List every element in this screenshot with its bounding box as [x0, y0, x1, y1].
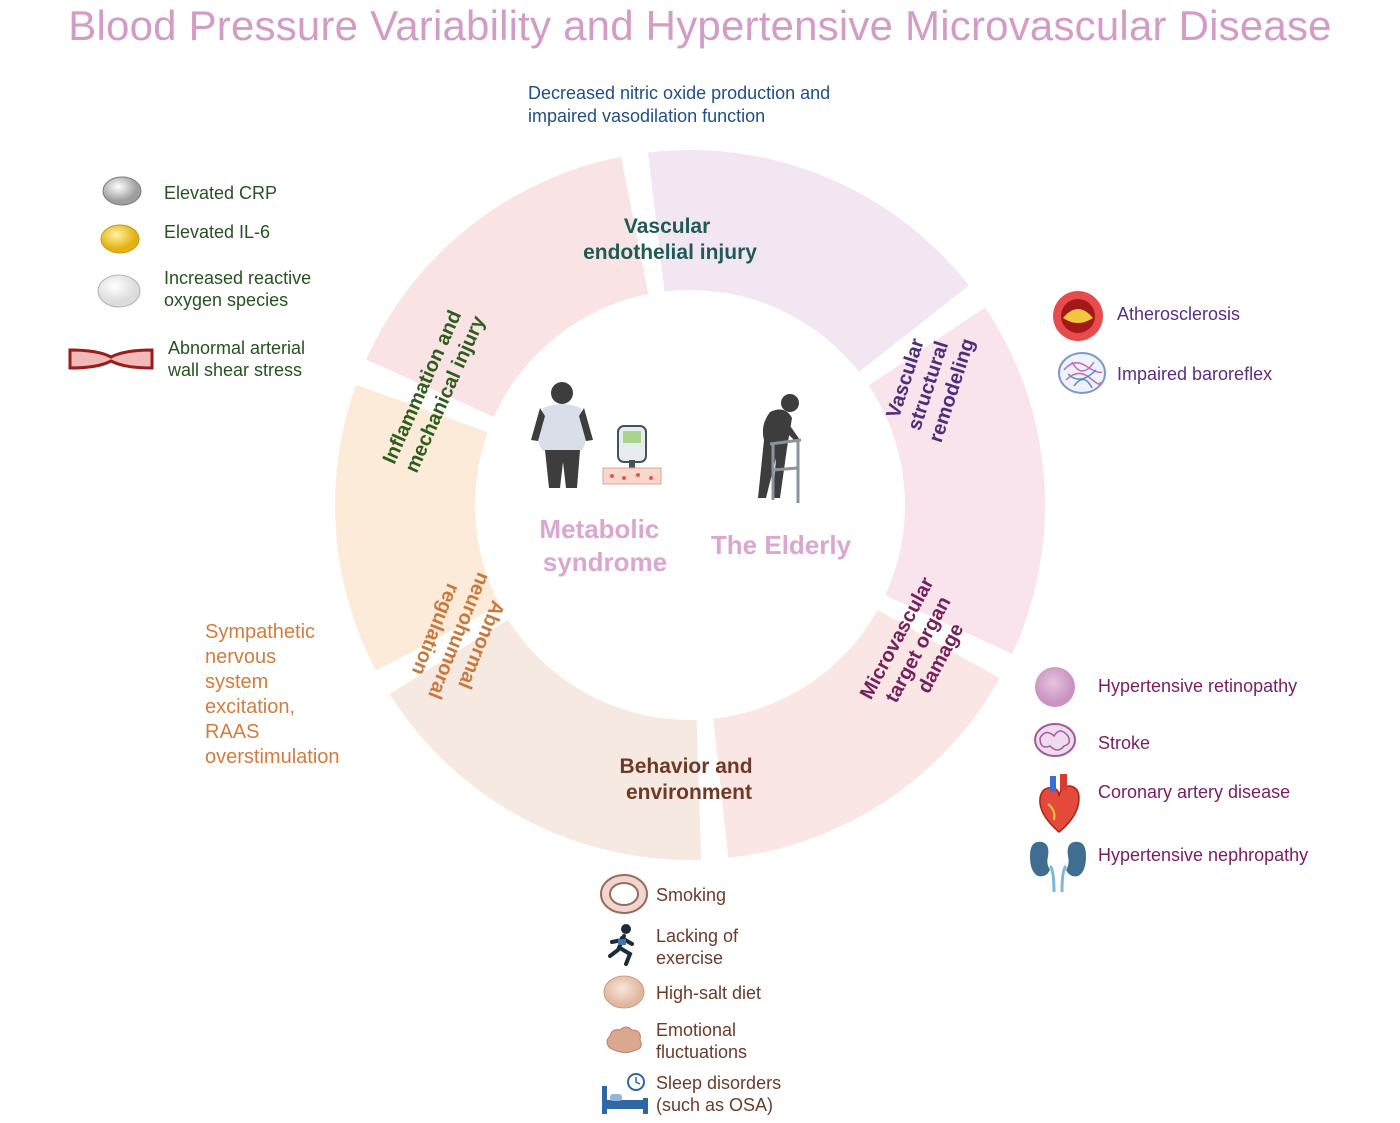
runner-icon [608, 924, 634, 966]
salt-icon [603, 975, 645, 1009]
artery-shear-icon [68, 348, 154, 370]
nitric-oxide-note-line-1: Decreased nitric oxide production and [528, 83, 831, 103]
nitric-oxide-note-line-2: impaired vasodilation function [528, 106, 766, 126]
segment-neurohumoral [389, 619, 702, 860]
legend-retinopathy: Hypertensive retinopathy [1098, 676, 1298, 696]
legend-smoking: Smoking [656, 885, 727, 905]
segment-label-behavior: Behavior and environment [620, 755, 759, 804]
legend-ros: Increased reactive oxygen species [164, 268, 312, 310]
segment-remodeling [647, 150, 969, 373]
bed-clock-icon [602, 1073, 648, 1114]
legend-high-salt: High-salt diet [656, 983, 762, 1003]
legend-atherosclerosis: Atherosclerosis [1117, 304, 1241, 324]
nitric-oxide-note: Decreased nitric oxide production and im… [528, 82, 830, 128]
the-elderly-label: The Elderly [711, 530, 852, 560]
segment-inflammation [335, 384, 500, 671]
segment-endothelial [366, 156, 649, 417]
obese-person-icon [531, 382, 593, 488]
page-title: Blood Pressure Variability and Hypertens… [68, 2, 1332, 49]
grey-sphere-icon [102, 176, 142, 206]
metabolic-syndrome-label: Metabolic syndrome [539, 514, 667, 577]
nerve-ball-icon [1058, 352, 1106, 394]
cloud-icon [606, 1026, 642, 1054]
legend-il6: Elevated IL-6 [164, 222, 271, 242]
kidney-icon [1030, 841, 1086, 893]
legend-crp: Elevated CRP [164, 183, 278, 203]
legend-emotional: Emotional fluctuations [656, 1020, 748, 1062]
artery-plaque-icon [1053, 291, 1103, 341]
sympathetic-note: Sympathetic nervous system excitation, R… [205, 621, 340, 768]
legend-baroreflex: Impaired baroreflex [1117, 364, 1273, 384]
yellow-sphere-icon [100, 224, 140, 254]
legend-exercise: Lacking of exercise [656, 926, 739, 968]
legend-stroke: Stroke [1098, 733, 1151, 753]
eye-circle-icon [1035, 667, 1075, 707]
white-sphere-icon [97, 274, 141, 308]
glucose-meter-icon [602, 425, 662, 485]
brain-icon [1034, 723, 1076, 757]
elderly-walker-icon [758, 394, 802, 503]
cigarette-ring-icon [600, 874, 648, 914]
legend-nephropathy: Hypertensive nephropathy [1098, 845, 1309, 865]
legend-sleep: Sleep disorders (such as OSA) [656, 1073, 782, 1115]
legend-shear-stress: Abnormal arterial wall shear stress [168, 338, 306, 380]
heart-icon [1039, 774, 1080, 833]
segment-organ-damage [868, 307, 1045, 654]
segment-behavior [713, 609, 1000, 858]
legend-coronary-artery-disease: Coronary artery disease [1098, 782, 1291, 802]
segment-label-endothelial: Vascular endothelial injury [583, 215, 757, 264]
